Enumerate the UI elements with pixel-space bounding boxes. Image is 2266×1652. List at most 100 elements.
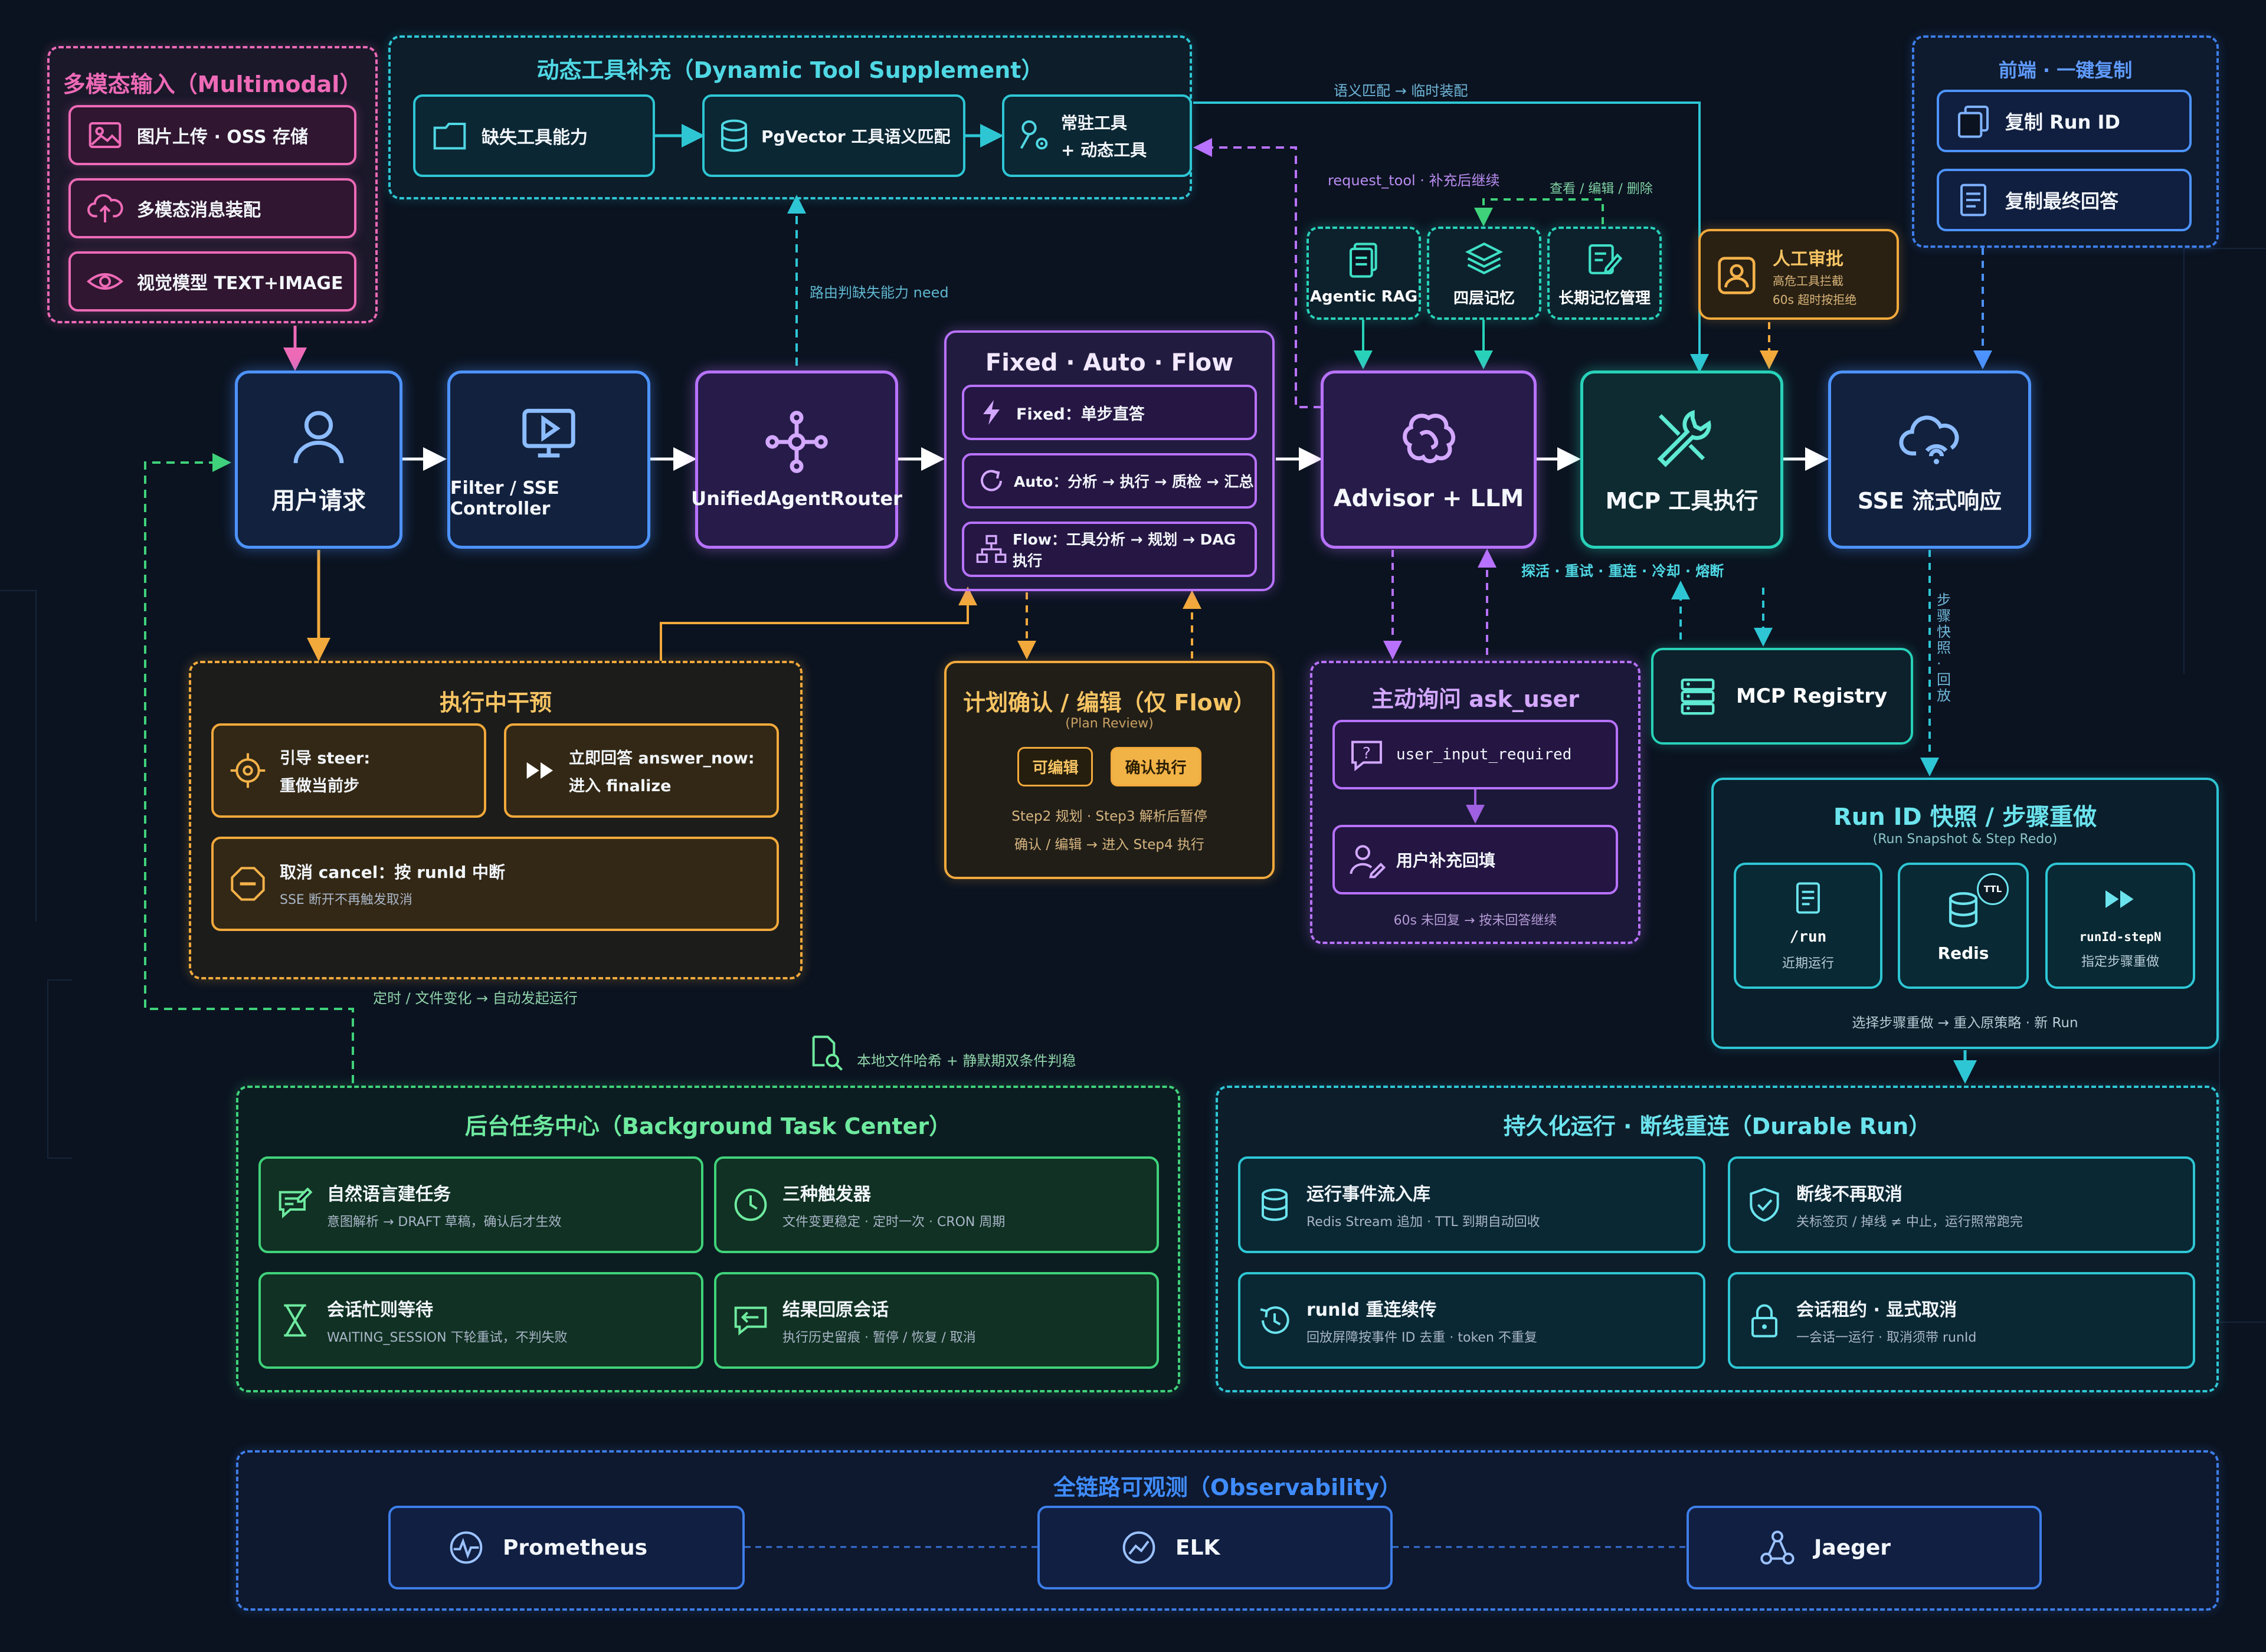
mode-auto[interactable]: Auto：分析 → 执行 → 质检 → 汇总 xyxy=(962,453,1257,509)
database-icon xyxy=(1256,1186,1294,1224)
prometheus-item[interactable]: Prometheus xyxy=(388,1506,745,1589)
answer-line2: 进入 finalize xyxy=(569,777,672,795)
mode-fixed[interactable]: Fixed：单步直答 xyxy=(962,385,1257,440)
human-approval-box[interactable]: 人工审批 高危工具拦截 60s 超时按拒绝 xyxy=(1698,229,1899,320)
copy-final-answer-button[interactable]: 复制最终回答 xyxy=(1937,169,2192,231)
intervene-group: 执行中干预 xyxy=(189,661,803,979)
snapshot-footer: 选择步骤重做 → 重入原策略 · 新 Run xyxy=(1852,1015,2078,1031)
item-subtitle: 回放屏障按事件 ID 去重 · token 不重复 xyxy=(1306,1330,1537,1345)
steer-action[interactable]: 引导 steer:重做当前步 xyxy=(211,723,486,818)
item-label: 复制 Run ID xyxy=(2005,111,2120,133)
agentic-rag-box[interactable]: Agentic RAG xyxy=(1306,227,1421,320)
steer-line1: 引导 steer: xyxy=(280,749,371,768)
durable-session-lease[interactable]: 会话租约 · 显式取消一会话一运行 · 取消须带 runId xyxy=(1728,1272,2195,1369)
label-request-tool: request_tool · 补充后继续 xyxy=(1328,172,1500,189)
label-mcp-operations: 探活 · 重试 · 重连 · 冷却 · 熔断 xyxy=(1521,563,1724,579)
question-bubble-icon: ? xyxy=(1348,736,1386,773)
snapshot-step-redo-card[interactable]: runId-stepN 指定步骤重做 xyxy=(2045,863,2195,989)
item-title: 会话租约 · 显式取消 xyxy=(1796,1300,1957,1320)
database-icon xyxy=(715,117,753,155)
answer-line1: 立即回答 answer_now: xyxy=(569,749,755,768)
snapshot-subtitle: (Run Snapshot & Step Redo) xyxy=(1872,832,2058,847)
editable-tag[interactable]: 可编辑 xyxy=(1017,747,1093,786)
dynamic-tool-missing-capability[interactable]: 缺失工具能力 xyxy=(413,94,655,177)
circuit-decoration xyxy=(2183,248,2266,674)
plan-line1: Step2 规划 · Step3 解析后暂停 xyxy=(1011,809,1207,824)
group-title: 全链路可观测（Observability） xyxy=(1053,1474,1402,1500)
mode-flow[interactable]: Flow：工具分析 → 规划 → DAG 执行 xyxy=(962,522,1257,577)
trace-nodes-icon xyxy=(1759,1529,1796,1566)
database-icon xyxy=(1943,889,1984,930)
mcp-registry-box[interactable]: MCP Registry xyxy=(1651,648,1913,745)
tools-gear-icon xyxy=(1015,117,1053,155)
group-title: 前端 · 一键复制 xyxy=(1998,59,2133,81)
item-label-line1: 常驻工具 xyxy=(1061,113,1128,133)
mcp-tool-execution-node[interactable]: MCP 工具执行 xyxy=(1580,371,1783,549)
plan-line2: 确认 / 编辑 → 进入 Step4 执行 xyxy=(1014,837,1204,853)
user-request-node[interactable]: 用户请求 xyxy=(235,371,402,549)
dynamic-tool-pgvector-match[interactable]: PgVector 工具语义匹配 xyxy=(702,94,965,177)
durable-runid-resume[interactable]: runId 重连续传回放屏障按事件 ID 去重 · token 不重复 xyxy=(1238,1272,1705,1369)
item-subtitle: 关标签页 / 掉线 ≠ 中止，运行照常跑完 xyxy=(1796,1215,2023,1230)
card-subtitle: 近期运行 xyxy=(1782,956,1834,971)
sse-stream-response-node[interactable]: SSE 流式响应 xyxy=(1828,371,2031,549)
confirm-execute-button[interactable]: 确认执行 xyxy=(1110,747,1201,786)
group-title: 多模态输入（Multimodal） xyxy=(63,71,362,97)
item-title: 会话忙则等待 xyxy=(327,1300,433,1320)
multimodal-item-vision-model[interactable]: 视觉模型 TEXT+IMAGE xyxy=(68,251,356,312)
circuit-decoration xyxy=(0,590,37,922)
bg-task-triggers[interactable]: 三种触发器文件变更稳定 · 定时一次 · CRON 周期 xyxy=(714,1156,1159,1253)
bg-task-return-session[interactable]: 结果回原会话执行历史留痕 · 暂停 / 恢复 / 取消 xyxy=(714,1272,1159,1369)
files-icon xyxy=(1344,241,1383,280)
label-step-snapshot: 步骤快照 · 回放 xyxy=(1937,592,1951,704)
file-search-icon xyxy=(807,1034,845,1071)
user-supplement-item[interactable]: 用户补充回填 xyxy=(1332,825,1618,894)
cancel-line2: SSE 断开不再触发取消 xyxy=(280,893,412,907)
multimodal-item-image-upload[interactable]: 图片上传 · OSS 存储 xyxy=(68,105,356,165)
multimodal-item-message-assembly[interactable]: 多模态消息装配 xyxy=(68,178,356,238)
answer-now-action[interactable]: 立即回答 answer_now: 进入 finalize xyxy=(504,723,779,818)
network-nodes-icon xyxy=(764,409,829,474)
folder-icon xyxy=(431,117,469,155)
item-label: 图片上传 · OSS 存储 xyxy=(137,127,309,148)
pulse-gauge-icon xyxy=(447,1529,485,1566)
snapshot-run-card[interactable]: /run 近期运行 xyxy=(1734,863,1882,989)
user-badge-icon xyxy=(1715,254,1759,297)
circuit-decoration xyxy=(2219,991,2266,1323)
four-layer-memory-box[interactable]: 四层记忆 xyxy=(1427,227,1541,320)
card-title: Redis xyxy=(1937,943,1989,963)
item-label: Jaeger xyxy=(1814,1535,1891,1560)
item-label: Prometheus xyxy=(503,1535,648,1560)
memory-label: Agentic RAG xyxy=(1309,288,1418,306)
label-view-edit-delete: 查看 / 编辑 / 删除 xyxy=(1550,182,1653,196)
shield-check-icon xyxy=(1746,1186,1783,1224)
bg-task-nl-create[interactable]: 自然语言建任务意图解析 → DRAFT 草稿，确认后才生效 xyxy=(258,1156,703,1253)
snapshot-redis-card[interactable]: Redis TTL xyxy=(1898,863,2029,989)
item-title: 三种触发器 xyxy=(782,1184,871,1205)
history-icon xyxy=(1256,1302,1294,1339)
long-term-memory-box[interactable]: 长期记忆管理 xyxy=(1547,227,1662,320)
image-icon xyxy=(86,116,124,154)
durable-no-cancel-on-disconnect[interactable]: 断线不再取消关标签页 / 掉线 ≠ 中止，运行照常跑完 xyxy=(1728,1156,2195,1253)
stop-minus-icon xyxy=(229,865,267,903)
ttl-badge: TTL xyxy=(1977,873,2009,905)
circuit-decoration xyxy=(47,979,72,1159)
dynamic-tool-resident-plus-dynamic[interactable]: 常驻工具+ 动态工具 xyxy=(1002,94,1192,177)
edit-icon xyxy=(1585,239,1624,278)
filter-sse-controller-node[interactable]: Filter / SSE Controller xyxy=(447,371,650,549)
advisor-llm-node[interactable]: Advisor + LLM xyxy=(1321,371,1537,549)
group-title: 主动询问 ask_user xyxy=(1371,686,1579,712)
elk-item[interactable]: ELK xyxy=(1037,1506,1393,1589)
node-label: UnifiedAgentRouter xyxy=(691,487,902,510)
jaeger-item[interactable]: Jaeger xyxy=(1687,1506,2042,1589)
item-label: 多模态消息装配 xyxy=(137,200,261,221)
copy-run-id-button[interactable]: 复制 Run ID xyxy=(1937,90,2192,152)
unified-agent-router-node[interactable]: UnifiedAgentRouter xyxy=(691,371,902,549)
ask-user-group: 主动询问 ask_user 60s 未回复 → 按未回答继续 xyxy=(1310,661,1640,944)
item-label: PgVector 工具语义匹配 xyxy=(761,127,951,146)
label-schedule-trigger: 定时 / 文件变化 → 自动发起运行 xyxy=(373,990,578,1007)
user-input-required-item[interactable]: ? user_input_required xyxy=(1332,720,1618,789)
